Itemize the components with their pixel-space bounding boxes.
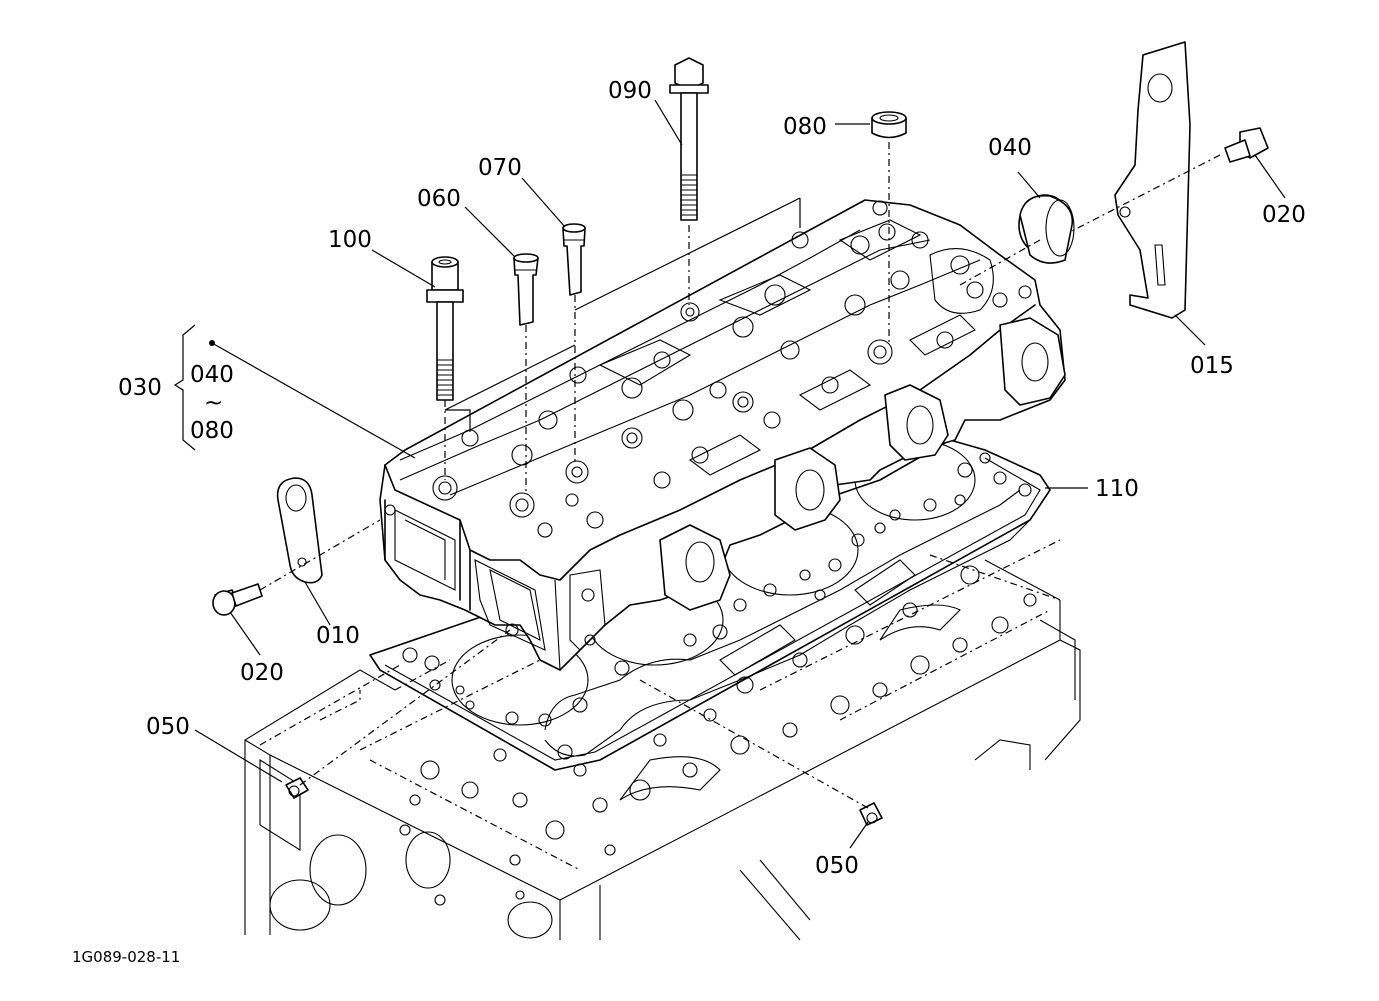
plug-050-right [859, 802, 883, 826]
plug-040 [1018, 194, 1075, 264]
seal-080 [871, 111, 907, 139]
valve-guide-060 [513, 253, 539, 326]
label-100: 100 [328, 227, 372, 253]
cylinder-head [379, 199, 1066, 671]
label-080: 080 [783, 114, 827, 140]
label-080-group: 080 [190, 418, 234, 444]
bracket-015 [1114, 41, 1191, 319]
label-040-group: 040 [190, 362, 234, 388]
engine-block [244, 539, 1081, 941]
valve-guide-070 [562, 223, 586, 296]
bracket-010 [276, 477, 323, 584]
label-020-right: 020 [1262, 202, 1306, 228]
label-030: 030 [118, 375, 162, 401]
reference-code: 1G089-028-11 [72, 948, 180, 966]
label-070: 070 [478, 155, 522, 181]
part-labels: 090 080 040 070 060 100 020 015 030 040 … [72, 78, 1306, 966]
group-bracket [173, 197, 801, 459]
label-090: 090 [608, 78, 652, 104]
bolt-020-right [1224, 127, 1269, 163]
alignment-axes [259, 142, 1221, 809]
label-040: 040 [988, 135, 1032, 161]
range-sign: ~ [204, 390, 223, 416]
label-110: 110 [1095, 476, 1139, 502]
label-020-left: 020 [240, 660, 284, 686]
label-060: 060 [417, 186, 461, 212]
label-010: 010 [316, 623, 360, 649]
bolt-020-left [212, 583, 263, 616]
bolt-100 [426, 256, 464, 401]
label-050-right: 050 [815, 853, 859, 879]
bolt-090 [669, 57, 709, 221]
label-050-left: 050 [146, 714, 190, 740]
leader-lines [194, 99, 1286, 849]
label-015: 015 [1190, 353, 1234, 379]
